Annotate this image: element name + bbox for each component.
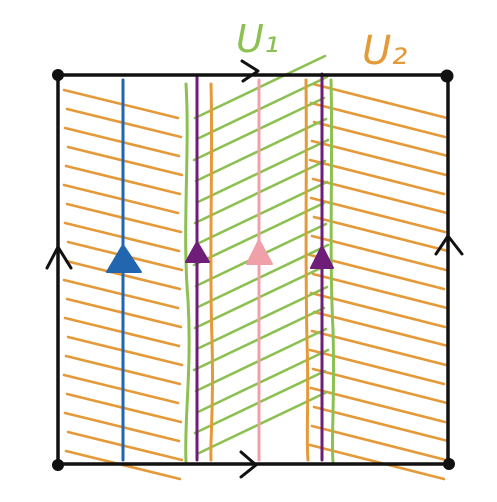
purple-right-loop-arrow-icon [310,245,334,269]
u2-hatch-stroke [312,120,450,158]
u2-hatch-stroke [310,234,448,272]
u2-hatch-stroke [66,430,184,462]
corner-point-top-right [440,69,454,83]
u2-strip-right-boundary [304,78,310,462]
u2-hatch-stroke [308,348,446,386]
corner-point-top-left [52,69,64,81]
left-edge-arrow-icon [45,245,73,270]
u2-hatch-stroke [62,88,180,120]
u2-label: U₂ [362,28,407,74]
u2-hatch-stroke [66,145,184,177]
u2-hatch-stroke [311,82,449,120]
bottom-edge-arrow-icon [239,450,258,479]
u2-hatch-stroke [311,367,449,405]
u2-strip-left-boundary [209,82,215,462]
u2-hatch-stroke [310,424,448,462]
u1-hatch-stroke [194,117,328,183]
corner-point-bottom-left [52,459,64,471]
u2-hatch-stroke [312,310,450,348]
u2-hatch-stroke [311,177,449,215]
u2-hatch-stroke [310,139,448,177]
u2-hatch-stroke [309,386,447,424]
u1-label: U₁ [236,17,279,61]
right-edge-arrow-icon [434,234,464,256]
u2-hatch-stroke [308,443,446,481]
u2-hatch-stroke [312,405,450,443]
u1-left-boundary [184,82,191,464]
u2-hatch-stroke [312,215,450,253]
top-edge-arrow-icon [240,59,260,83]
u2-hatch-stroke [62,373,180,405]
u1-hatch-stroke [195,390,329,456]
u2-hatch-stroke [311,272,449,310]
u2-hatch-stroke [309,101,447,139]
purple-left-loop-arrow-icon [185,241,210,263]
u1-right-boundary [329,78,336,464]
pink-loop-arrow-icon [246,239,273,265]
u2-hatch-stroke [309,196,447,234]
corner-point-bottom-right [443,458,455,470]
u1-hatch-stroke [194,327,328,393]
u2-hatch-stroke [66,335,184,367]
u2-hatch-stroke [62,278,180,310]
u2-hatch-stroke [62,183,180,215]
blue-loop-arrow-icon [106,244,142,273]
